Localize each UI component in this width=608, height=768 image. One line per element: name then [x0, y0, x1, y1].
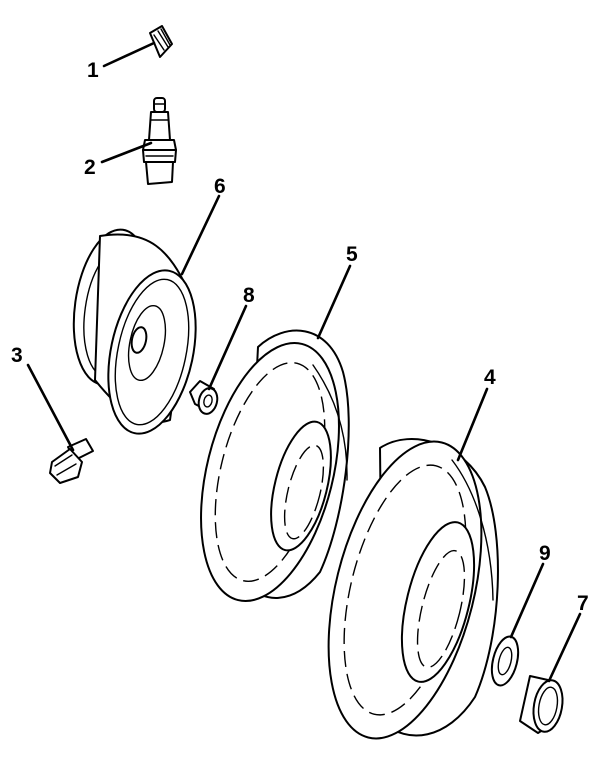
callout-3: 3 — [11, 344, 23, 367]
callout-labels: 1 2 3 4 5 6 7 8 9 — [11, 59, 589, 615]
part-4-tire[interactable] — [301, 426, 508, 754]
part-7-cap[interactable] — [519, 675, 566, 734]
callout-4: 4 — [484, 366, 496, 389]
callout-1: 1 — [87, 59, 99, 82]
part-8-bushing[interactable] — [189, 380, 220, 416]
part-2-valve-stem[interactable] — [142, 97, 177, 185]
part-5-tire[interactable] — [177, 329, 363, 616]
leader-3 — [26, 363, 75, 452]
part-6-rim[interactable] — [65, 225, 210, 442]
leader-lines — [26, 41, 582, 683]
leader-8 — [207, 304, 248, 391]
callout-5: 5 — [346, 243, 358, 266]
part-1-valve-cap[interactable] — [149, 25, 173, 58]
leader-5 — [316, 264, 352, 340]
leader-4 — [456, 387, 489, 462]
callout-6: 6 — [214, 175, 226, 198]
callout-8: 8 — [243, 284, 255, 307]
callout-7: 7 — [577, 592, 589, 615]
leader-1 — [102, 41, 156, 68]
part-3-fitting[interactable] — [49, 438, 94, 484]
leader-6 — [180, 194, 221, 276]
callout-2: 2 — [84, 156, 96, 179]
leader-9 — [509, 562, 545, 639]
part-9-washer[interactable] — [487, 634, 522, 688]
callout-9: 9 — [539, 542, 551, 565]
leader-2 — [100, 141, 153, 164]
leader-7 — [547, 612, 582, 683]
